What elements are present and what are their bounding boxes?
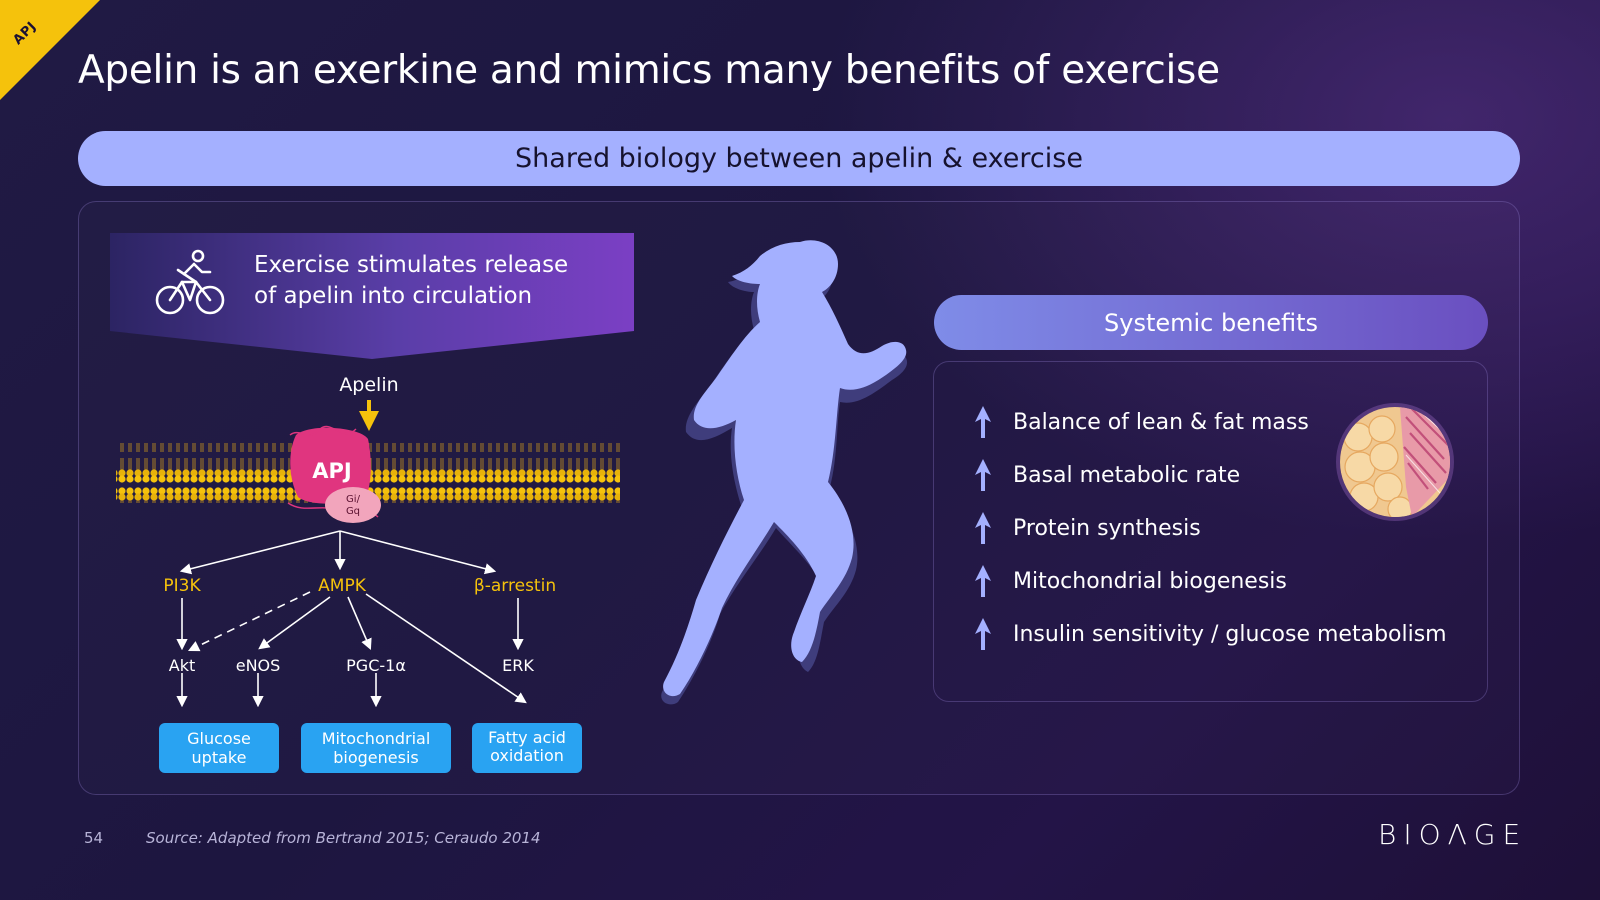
arrow-ampk-pgc: [347, 596, 372, 651]
up-arrow-icon: [975, 459, 991, 491]
node-akt: Akt: [169, 656, 195, 675]
systemic-benefits-list: Balance of lean & fat mass Basal metabol…: [933, 361, 1488, 702]
benefit-label: Basal metabolic rate: [1013, 462, 1241, 488]
corner-tag: [0, 0, 100, 100]
node-pgc1a: PGC-1α: [346, 656, 406, 675]
benefit-item: Balance of lean & fat mass: [971, 404, 1309, 440]
benefit-label: Protein synthesis: [1013, 515, 1201, 541]
arrow-ampk-akt: [187, 591, 311, 652]
up-arrow-icon: [975, 618, 991, 650]
up-arrow-icon: [975, 406, 991, 438]
apj-label: APJ: [312, 459, 351, 483]
source-citation: Source: Adapted from Bertrand 2015; Cera…: [146, 829, 541, 847]
page-number: 54: [84, 829, 104, 847]
runner-silhouette-icon: [661, 240, 908, 705]
node-erk: ERK: [502, 656, 534, 675]
shared-biology-banner: Shared biology between apelin & exercise: [78, 131, 1520, 186]
signaling-pathway-diagram: Apelin APJ Gi/ Gq PI3K AMPK β-arrestin A…: [116, 374, 620, 773]
benefit-label: Balance of lean & fat mass: [1013, 409, 1309, 435]
systemic-benefits-header: Systemic benefits: [934, 295, 1488, 350]
node-pi3k: PI3K: [163, 576, 201, 596]
banner-label: Shared biology between apelin & exercise: [515, 143, 1083, 174]
up-arrow-icon: [975, 565, 991, 597]
up-arrow-icon: [975, 512, 991, 544]
exercise-callout-text: Exercise stimulates release of apelin in…: [254, 250, 568, 312]
outcome-fatty-line2: oxidation: [490, 746, 564, 765]
benefit-label: Mitochondrial biogenesis: [1013, 568, 1287, 594]
benefit-label: Insulin sensitivity / glucose metabolism: [1013, 621, 1447, 647]
g-protein-label-1: Gi/: [346, 494, 361, 505]
g-protein-label-2: Gq: [346, 506, 360, 517]
content-panel: [78, 201, 1520, 795]
benefit-item: Basal metabolic rate: [971, 457, 1240, 493]
outcome-mitochondrial-biogenesis: Mitochondrial biogenesis: [301, 723, 451, 773]
node-ampk: AMPK: [318, 576, 367, 596]
outcome-fatty-line1: Fatty acid: [488, 728, 566, 747]
benefit-item: Mitochondrial biogenesis: [971, 563, 1287, 599]
arrow-ampk-enos: [258, 596, 331, 650]
node-enos: eNOS: [236, 656, 281, 675]
exercise-line-1: Exercise stimulates release: [254, 252, 569, 278]
muscle-fat-tissue-icon: [1336, 403, 1454, 521]
outcome-glucose-uptake: Glucose uptake: [159, 723, 279, 773]
exercise-callout: [110, 233, 634, 359]
outcome-glucose-line2: uptake: [192, 748, 247, 767]
outcome-fatty-acid-oxidation: Fatty acid oxidation: [472, 723, 582, 773]
benefit-item: Protein synthesis: [971, 510, 1201, 546]
benefit-item: Insulin sensitivity / glucose metabolism: [971, 616, 1447, 652]
arrow-to-arrestin: [339, 530, 497, 575]
arrow-to-pi3k: [179, 530, 341, 575]
node-beta-arrestin: β-arrestin: [474, 576, 556, 596]
systemic-benefits-title: Systemic benefits: [1104, 308, 1318, 337]
outcome-mito-line2: biogenesis: [333, 748, 419, 767]
exercise-line-2: of apelin into circulation: [254, 283, 533, 309]
apj-receptor: APJ: [287, 426, 379, 518]
cyclist-icon: [155, 249, 225, 315]
outcome-mito-line1: Mitochondrial: [322, 729, 431, 748]
outcome-glucose-line1: Glucose: [187, 729, 251, 748]
g-protein: Gi/ Gq: [325, 487, 381, 523]
bioage-logo: BIOΛGE: [1378, 818, 1528, 851]
apelin-label: Apelin: [339, 374, 398, 396]
slide-title: Apelin is an exerkine and mimics many be…: [78, 48, 1220, 93]
arrow-ampk-fatty-acid: [365, 593, 527, 704]
